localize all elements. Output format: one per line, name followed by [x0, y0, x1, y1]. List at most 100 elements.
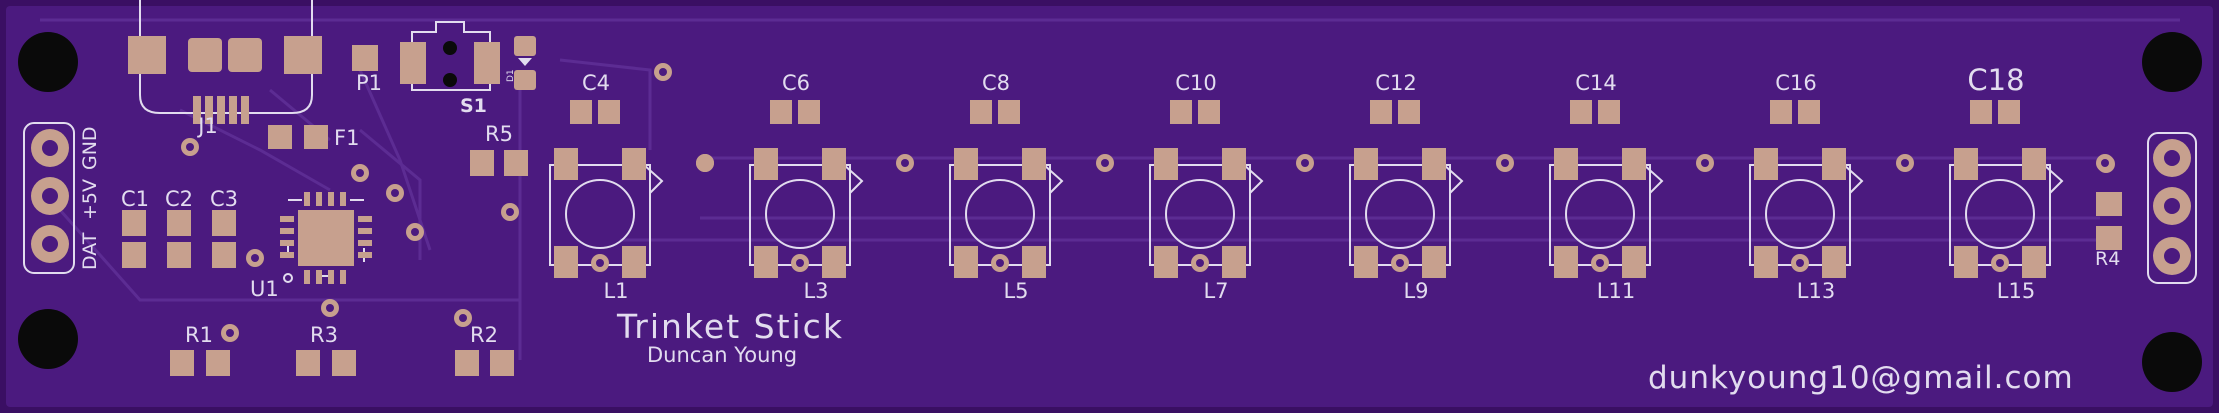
u1-outline [287, 199, 365, 277]
board-author: Duncan Young [647, 343, 797, 367]
u1-body [298, 210, 354, 266]
r4-label: R4 [2095, 248, 2120, 270]
via-hole [1396, 259, 1404, 267]
led-pad [1622, 246, 1646, 278]
led-pad [1354, 148, 1378, 180]
led-lens [1765, 179, 1835, 249]
c2-pad [167, 210, 191, 236]
led-pad [1554, 246, 1578, 278]
via-hole [1196, 259, 1204, 267]
cap-label: C4 [582, 71, 610, 95]
board-title: Trinket Stick [616, 307, 844, 346]
j1-pin [193, 96, 201, 124]
led-pad [822, 246, 846, 278]
led-lens [1565, 179, 1635, 249]
cap-pad [1970, 100, 1992, 124]
j1-label: J1 [196, 114, 218, 138]
header-pin-hole [42, 188, 58, 204]
board-substrate [6, 6, 2213, 407]
f1-pad [268, 125, 292, 149]
cap-pad [1598, 100, 1620, 124]
led-pad [754, 148, 778, 180]
usb-connector-j1: J1 [128, 0, 322, 138]
header-label-gnd: GND [79, 126, 101, 170]
cap-pad [1570, 100, 1592, 124]
led-pad [1022, 148, 1046, 180]
c1-label: C1 [121, 187, 149, 211]
cap-pad [998, 100, 1020, 124]
d1-pad [514, 36, 536, 56]
j1-pin [205, 96, 213, 124]
led-pad [622, 246, 646, 278]
via-hole [901, 159, 909, 167]
header-outline [2147, 132, 2197, 284]
via-hole [1796, 259, 1804, 267]
via-hole [596, 259, 604, 267]
led-label: L11 [1597, 279, 1635, 303]
cap-pad [770, 100, 792, 124]
via-hole [1501, 159, 1509, 167]
led-pad [554, 148, 578, 180]
cap-label: C12 [1375, 71, 1416, 95]
via-hole [1996, 259, 2004, 267]
cap-label: C16 [1775, 71, 1816, 95]
r1-pad [170, 350, 194, 376]
led-corner-mark [1043, 164, 1064, 194]
cap-label: C18 [1967, 63, 2024, 97]
header-label-dat: DAT [79, 232, 101, 270]
header-pin-hole [2164, 248, 2180, 264]
cap-label: C6 [782, 71, 810, 95]
led-pad [2022, 246, 2046, 278]
c3-pad [212, 242, 236, 268]
led-pad [1822, 246, 1846, 278]
led-lens [565, 179, 635, 249]
s1-label: S1 [460, 95, 487, 117]
header-pin-hole [2164, 150, 2180, 166]
led-pad [954, 148, 978, 180]
led-pad [1754, 246, 1778, 278]
led-pad [754, 246, 778, 278]
mounting-hole [2142, 32, 2202, 92]
mounting-hole [18, 309, 78, 369]
cap-pad [1998, 100, 2020, 124]
s1-outline [411, 21, 491, 91]
r5-pad [504, 150, 528, 176]
switch-s1: S1 [400, 21, 500, 117]
led-pad [1022, 246, 1046, 278]
led-label: L3 [803, 279, 828, 303]
via-hole [1596, 259, 1604, 267]
s1-hole [443, 41, 457, 55]
r3-pad [332, 350, 356, 376]
d1-symbol [518, 58, 532, 66]
led-corner-mark [643, 164, 664, 194]
cap-pad [570, 100, 592, 124]
via-hole [996, 259, 1004, 267]
j1-pin [241, 96, 249, 124]
cap-pad [970, 100, 992, 124]
c3-label: C3 [210, 187, 238, 211]
led-pad [1754, 148, 1778, 180]
cap-pad [1798, 100, 1820, 124]
led-corner-mark [1243, 164, 1264, 194]
led-corner-mark [1643, 164, 1664, 194]
j1-pad [128, 36, 166, 74]
cap-label: C10 [1175, 71, 1216, 95]
led-pad [1222, 246, 1246, 278]
led-label: L9 [1403, 279, 1428, 303]
r3-label: R3 [310, 323, 338, 347]
led-corner-mark [843, 164, 864, 194]
led-label: L7 [1203, 279, 1228, 303]
j1-pin [229, 96, 237, 124]
cap-label: C8 [982, 71, 1010, 95]
led-lens [765, 179, 835, 249]
header-pin-hole [2164, 198, 2180, 214]
header-outline [23, 122, 75, 274]
led-pad [554, 246, 578, 278]
led-lens [1965, 179, 2035, 249]
cap-pad [798, 100, 820, 124]
c3-pad [212, 210, 236, 236]
f1-pad [304, 125, 328, 149]
r4-pad [2096, 226, 2122, 250]
